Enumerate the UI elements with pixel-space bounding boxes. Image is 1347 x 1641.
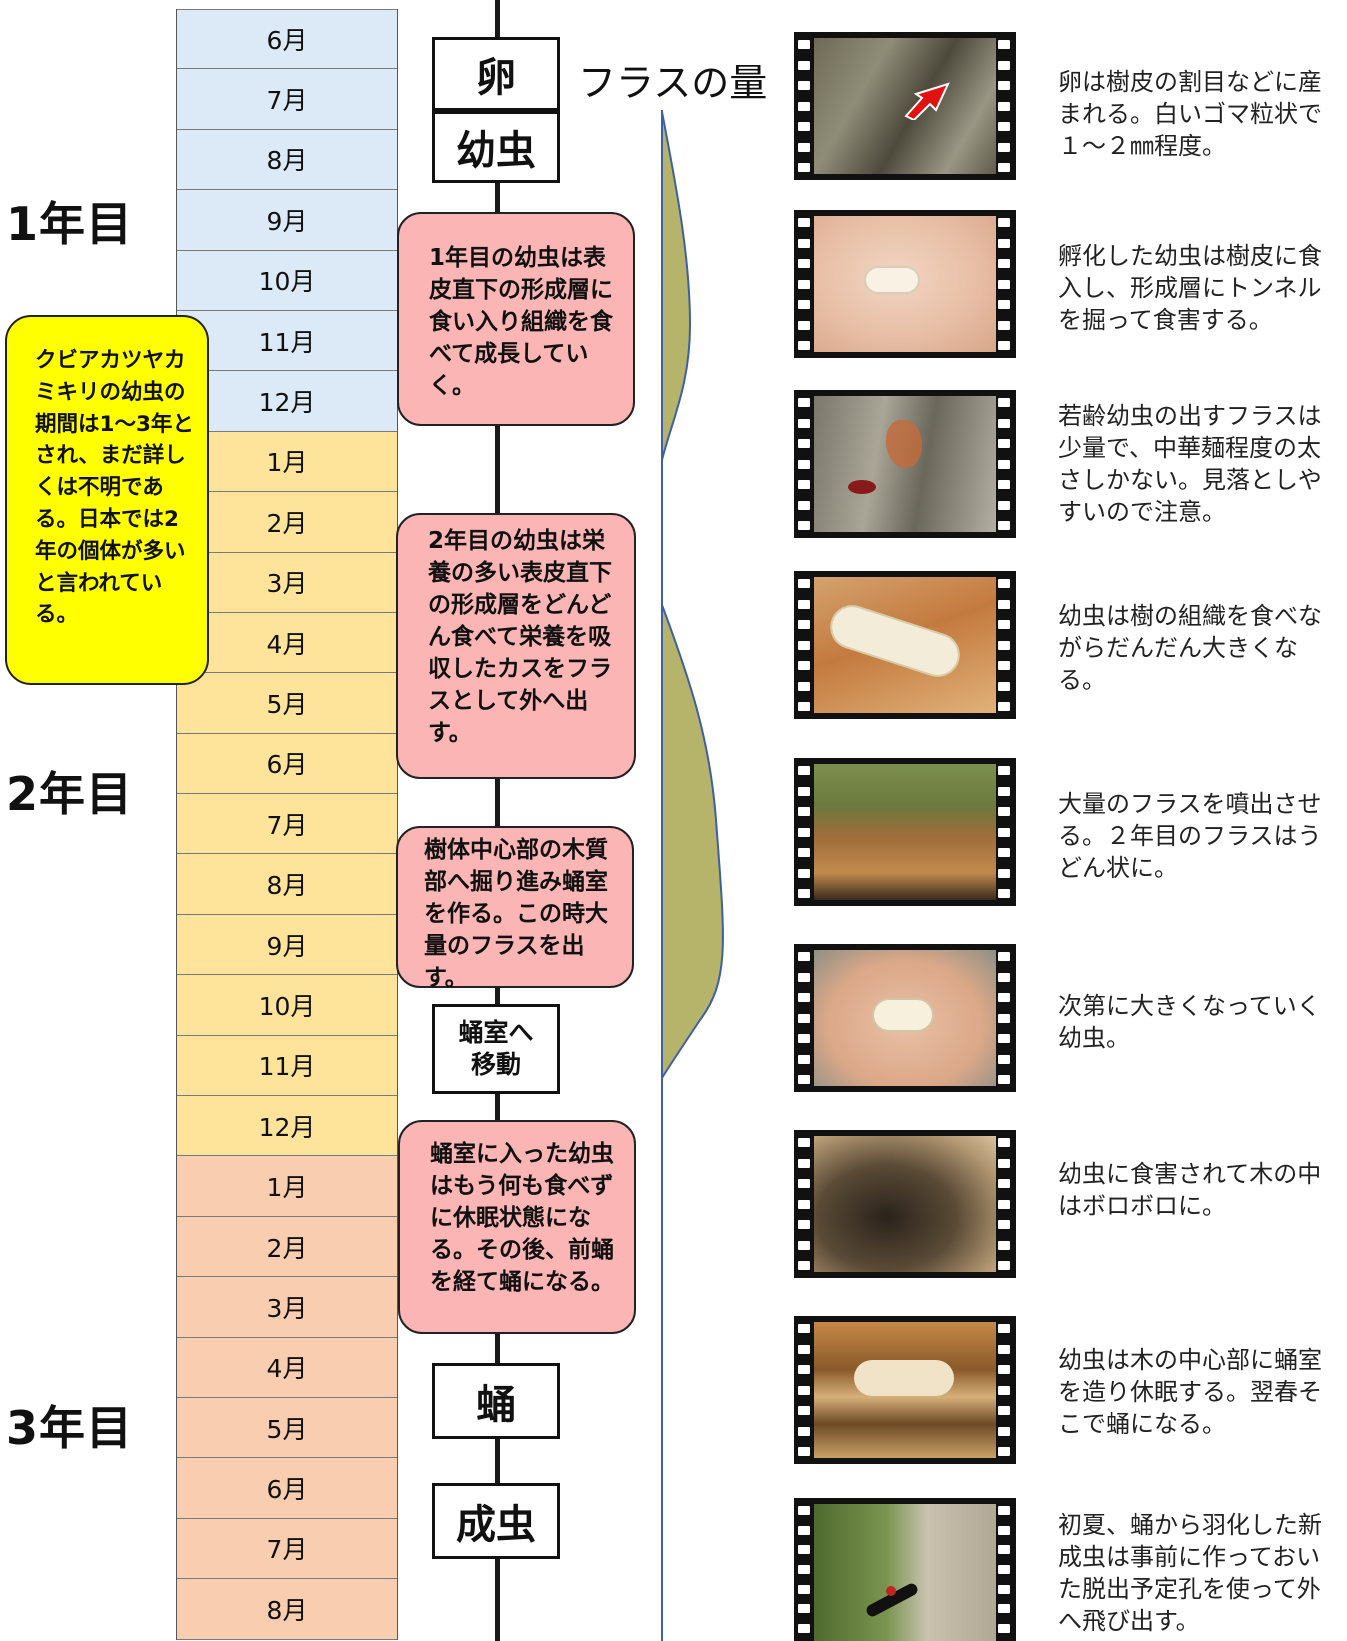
note-year1-larva: 1年目の幼虫は表皮直下の形成層に食い入り組織を食べて成長していく。: [397, 212, 635, 426]
arrow-icon: [904, 82, 950, 120]
month-cell: 5月: [177, 673, 397, 734]
month-cell: 3月: [177, 1277, 397, 1338]
photo-larva-in-hand: [794, 944, 1016, 1092]
desc-adult-emergence: 初夏、蛹から羽化した新成虫は事前に作っておいた脱出予定孔を使って外へ飛び出す。: [1058, 1511, 1322, 1635]
desc-young-frass: 若齢幼虫の出すフラスは少量で、中華麺程度の太さしかない。見落としやすいので注意。: [1058, 402, 1322, 526]
stage-adult: 成虫: [432, 1483, 560, 1559]
note-year2-larva: 2年目の幼虫は栄養の多い表皮直下の形成層をどんどん食べて栄養を吸収したカスをフラ…: [396, 513, 636, 779]
stage-egg: 卵: [432, 37, 560, 111]
desc-larva-growth: 次第に大きくなっていく幼虫。: [1058, 992, 1321, 1052]
note-pupal-chamber: 樹体中心部の木質部へ掘り進み蛹室を作る。この時大量のフラスを出す。: [396, 826, 634, 991]
photo-hatched-larva: [794, 210, 1016, 358]
month-cell: 7月: [177, 1518, 397, 1580]
frass-curve-year2: [661, 604, 724, 1082]
month-cell: 7月: [177, 794, 397, 855]
frass-amount-chart: [661, 110, 724, 1641]
larva-period-note: クビアカツヤカミキリの幼虫の期間は1～3年とされ、まだ詳しくは不明である。日本で…: [5, 315, 209, 685]
desc-hatched-larva: 孵化した幼虫は樹皮に食入し、形成層にトンネルを掘って食害する。: [1058, 242, 1322, 334]
timeline-line: [495, 0, 500, 1641]
desc-egg: 卵は樹皮の割目などに産まれる。白いゴマ粒状で１～２㎜程度。: [1058, 68, 1322, 160]
month-cell: 8月: [177, 129, 397, 191]
month-cell: 8月: [177, 1579, 397, 1640]
month-cell: 10月: [177, 250, 397, 311]
month-cell: 11月: [177, 310, 397, 372]
note-dormancy: 蛹室に入った幼虫はもう何も食べずに休眠状態になる。その後、前蛹を経て蛹になる。: [398, 1120, 636, 1334]
desc-damaged-wood: 幼虫に食害されて木の中はボロボロに。: [1058, 1160, 1322, 1220]
stage-move-to-pupal-chamber: 蛹室へ移動: [432, 1004, 560, 1094]
photo-damaged-wood: [794, 1130, 1016, 1278]
year-label-2: 2年目: [6, 767, 134, 821]
month-cell: 12月: [177, 371, 397, 432]
month-cell: 7月: [177, 69, 397, 130]
month-cell: 6月: [177, 9, 397, 70]
month-cell: 11月: [177, 1035, 397, 1097]
month-cell: 2月: [177, 1216, 397, 1278]
photo-adult-beetle: [794, 1498, 1016, 1641]
month-cell: 8月: [177, 854, 397, 915]
photo-pupal-chamber: [794, 1316, 1016, 1464]
photo-growing-larva: [794, 571, 1016, 719]
month-cell: 3月: [177, 552, 397, 613]
photo-heavy-frass: [794, 758, 1016, 906]
desc-pupal-chamber: 幼虫は木の中心部に蛹室を造り休眠する。翌春そこで蛹になる。: [1058, 1346, 1322, 1438]
desc-heavy-frass: 大量のフラスを噴出させる。２年目のフラスはうどん状に。: [1058, 790, 1322, 882]
frass-amount-title: フラスの量: [578, 61, 768, 105]
month-cell: 6月: [177, 733, 397, 795]
photo-young-frass: [794, 390, 1016, 538]
month-cell: 9月: [177, 190, 397, 251]
desc-growing-larva: 幼虫は樹の組織を食べながらだんだん大きくなる。: [1058, 602, 1322, 694]
month-cell: 5月: [177, 1397, 397, 1459]
month-cell: 4月: [177, 1337, 397, 1398]
month-cell: 1月: [177, 1156, 397, 1217]
stage-pupa: 蛹: [432, 1363, 560, 1439]
month-cell: 2月: [177, 492, 397, 553]
month-column: 6月 7月 8月 9月 10月 11月 12月 1月 2月 3月 4月 5月 6…: [176, 9, 398, 1640]
month-cell: 10月: [177, 975, 397, 1036]
frass-curve-year1: [661, 111, 692, 461]
photo-egg: [794, 32, 1016, 180]
month-cell: 1月: [177, 431, 397, 493]
month-cell: 12月: [177, 1096, 397, 1157]
month-cell: 9月: [177, 914, 397, 976]
year-label-1: 1年目: [6, 197, 134, 251]
month-cell: 6月: [177, 1458, 397, 1519]
year-label-3: 3年目: [6, 1401, 134, 1455]
stage-larva: 幼虫: [432, 111, 560, 183]
month-cell: 4月: [177, 612, 397, 674]
